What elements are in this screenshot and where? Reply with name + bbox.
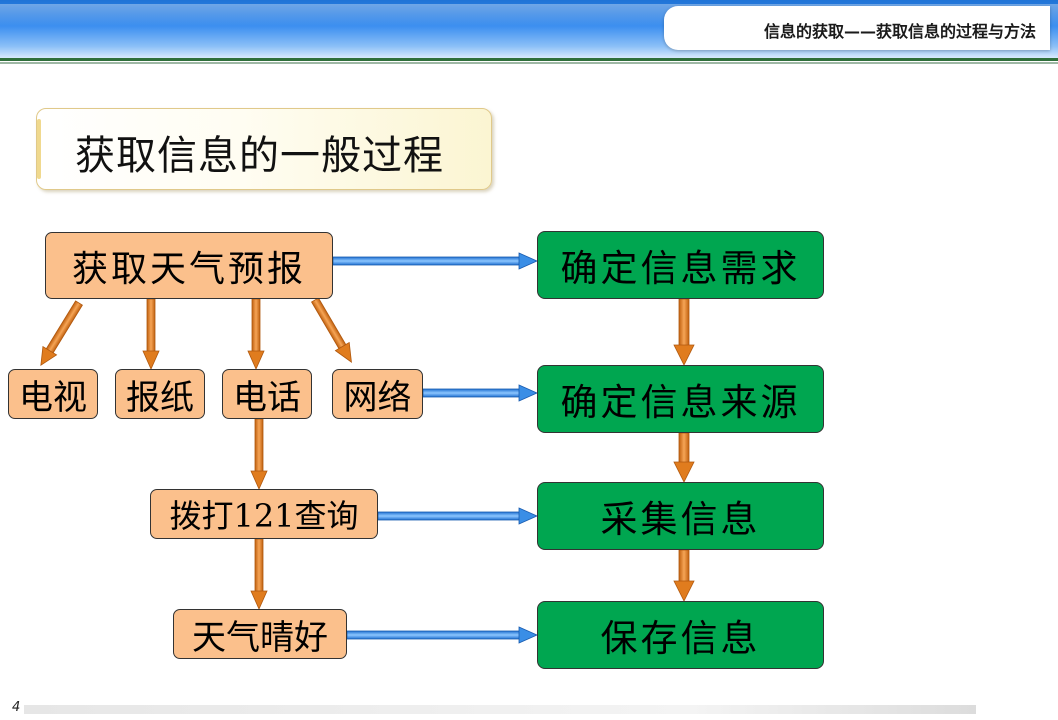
header-divider xyxy=(0,58,1058,61)
section-title-box: 获取信息的一般过程 xyxy=(36,108,492,190)
arrow-dial-to-weather xyxy=(250,538,268,610)
arrow-forecast-to-need xyxy=(332,252,538,270)
node-determine-need: 确定信息需求 xyxy=(537,231,824,299)
node-collect: 采集信息 xyxy=(537,482,824,550)
arrow-internet-to-source xyxy=(422,384,538,402)
arrow-source-to-collect xyxy=(673,432,695,483)
arrow-forecast-to-tv xyxy=(40,300,83,367)
header-title: 信息的获取——获取信息的过程与方法 xyxy=(763,22,1036,41)
arrow-forecast-to-internet xyxy=(311,297,352,363)
node-newspaper: 报纸 xyxy=(115,369,205,419)
arrow-forecast-to-phone xyxy=(247,298,265,370)
node-determine-source: 确定信息来源 xyxy=(537,365,824,433)
arrow-need-to-source xyxy=(673,298,695,366)
node-weather-forecast: 获取天气预报 xyxy=(45,232,333,299)
header-title-tab: 信息的获取——获取信息的过程与方法 xyxy=(664,6,1050,50)
section-title: 获取信息的一般过程 xyxy=(75,133,444,179)
footer-bar xyxy=(24,705,976,714)
arrow-weather-to-save xyxy=(346,626,538,644)
node-sunny-weather: 天气晴好 xyxy=(173,609,347,659)
page-number: 4 xyxy=(12,700,21,715)
arrow-phone-to-dial xyxy=(250,418,268,490)
node-tv: 电视 xyxy=(8,369,98,419)
header-divider-thin xyxy=(0,62,1058,64)
node-internet: 网络 xyxy=(332,369,423,419)
node-dial-121: 拨打121查询 xyxy=(150,489,378,539)
node-save: 保存信息 xyxy=(537,601,824,669)
arrow-dial-to-collect xyxy=(377,507,538,525)
arrow-forecast-to-newspaper xyxy=(142,298,160,370)
node-phone: 电话 xyxy=(222,369,312,419)
arrow-collect-to-save xyxy=(673,549,695,602)
